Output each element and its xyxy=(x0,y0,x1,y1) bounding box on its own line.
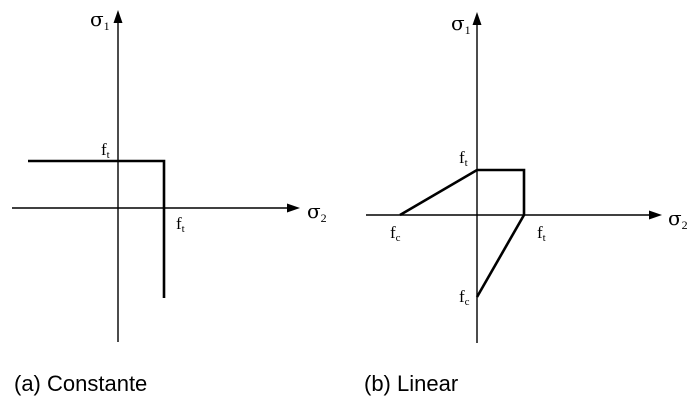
x-axis-label-a: σ2 xyxy=(307,199,327,225)
tension-label-y-a: ft xyxy=(101,140,110,161)
caption-a: (a) Constante xyxy=(14,371,147,396)
compression-label-x-b: fc xyxy=(390,223,401,244)
diagram-linear: σ1 σ2 ft ft fc fc (b) Linear xyxy=(364,11,688,396)
diagram-constante: σ1 σ2 ft ft (a) Constante xyxy=(12,7,327,396)
y-axis-arrow-a xyxy=(113,10,123,23)
x-axis-label-b: σ2 xyxy=(668,206,688,232)
tension-label-x-b: ft xyxy=(537,223,546,244)
tension-label-x-a: ft xyxy=(176,214,185,235)
x-axis-arrow-b xyxy=(649,210,662,220)
tension-label-y-b: ft xyxy=(459,148,468,169)
failure-envelope-b-lower xyxy=(475,214,526,298)
x-axis-arrow-a xyxy=(287,203,300,213)
failure-envelope-a xyxy=(28,159,166,298)
y-axis-label-a: σ1 xyxy=(90,7,110,33)
caption-b: (b) Linear xyxy=(364,371,458,396)
y-axis-arrow-b xyxy=(472,12,482,25)
compression-label-y-b: fc xyxy=(459,287,470,308)
y-axis-label-b: σ1 xyxy=(451,11,471,37)
failure-envelope-b-upper xyxy=(399,168,526,217)
